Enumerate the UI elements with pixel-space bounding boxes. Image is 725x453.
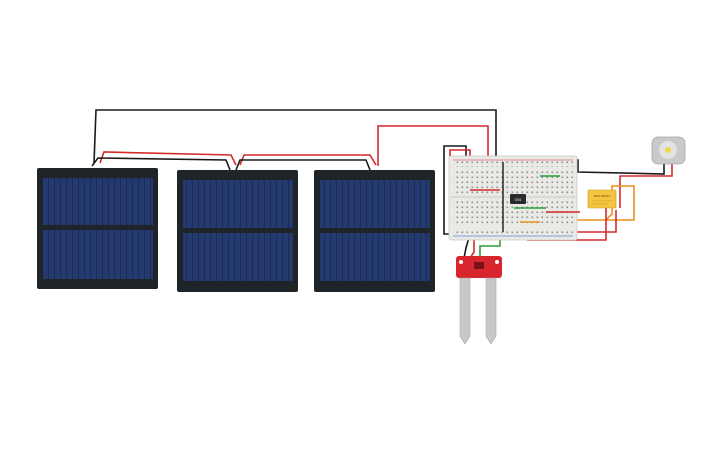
solar-panel-1[interactable] [37, 168, 158, 289]
wire-red-motor[interactable] [619, 162, 673, 208]
breadboard[interactable] [448, 155, 578, 241]
wire-red-p3-bb[interactable] [377, 125, 489, 166]
ic-chip[interactable]: 555 [510, 194, 526, 204]
sensor-prong-right [485, 277, 497, 345]
breadboard-jumpers [470, 162, 580, 232]
relay-label: SRD-05VDC [593, 194, 611, 198]
relay-module[interactable]: SRD-05VDC [587, 189, 617, 209]
solar-panel-3[interactable] [314, 170, 435, 292]
wire-green-sensor[interactable] [479, 235, 501, 258]
sensor-prong-left [459, 277, 471, 345]
dc-motor[interactable] [651, 136, 686, 165]
wire-black-p2-p3[interactable] [235, 159, 371, 171]
soil-moisture-sensor[interactable] [456, 256, 502, 345]
solar-panel-2[interactable] [177, 170, 298, 292]
wire-black-p1-p2[interactable] [91, 157, 231, 171]
motor-shaft-icon [665, 147, 671, 153]
wire-black-top[interactable] [93, 109, 497, 164]
ic-label: 555 [515, 197, 522, 202]
